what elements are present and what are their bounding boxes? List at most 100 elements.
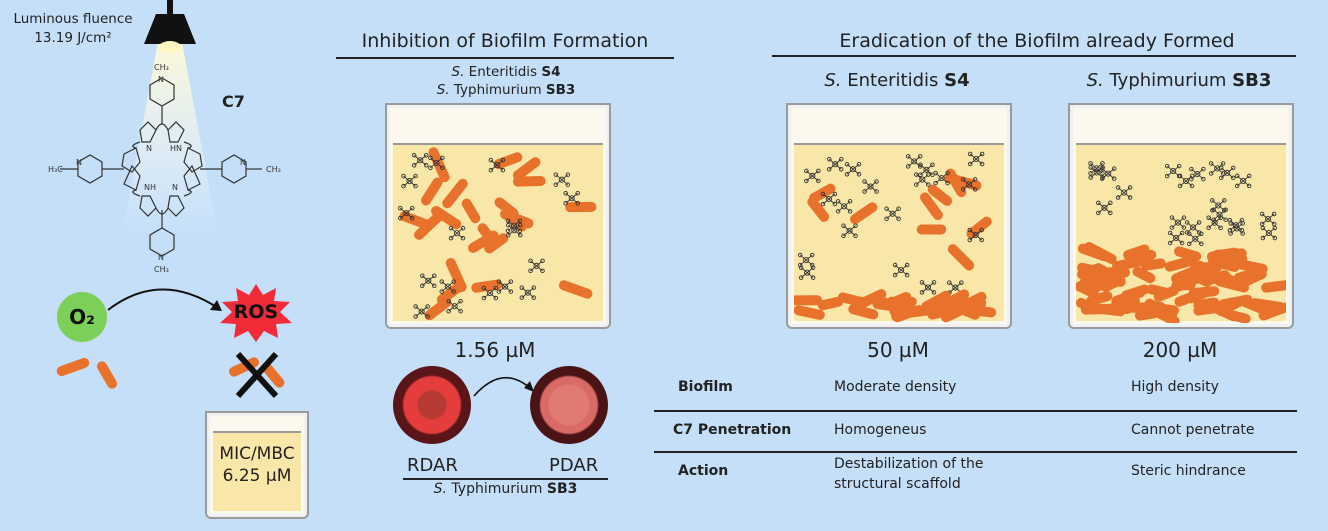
biofilm-bacterium [1187, 269, 1213, 287]
bacterium [512, 175, 546, 187]
photosensitizer-molecule [1259, 211, 1277, 227]
o2-label: O₂ [69, 305, 95, 329]
biofilm-bacterium [1261, 280, 1286, 293]
biofilm-bacterium [956, 297, 987, 309]
biofilm-bacterium [1076, 281, 1099, 299]
photosensitizer-molecule [446, 298, 463, 314]
photosensitizer-molecule [862, 179, 879, 194]
row-penetration-c1: Homogeneus [834, 422, 927, 438]
colony-rule [403, 478, 608, 480]
biofilm-bacterium [1208, 256, 1240, 272]
photosensitizer-molecule [1234, 173, 1252, 189]
biofilm-bacterium [848, 304, 879, 320]
row-penetration-label: C7 Penetration [673, 422, 792, 438]
biofilm-bacterium [1132, 266, 1156, 284]
inhibition-rule [336, 57, 674, 59]
conc-sb3: 200 µM [1142, 338, 1218, 362]
biofilm-bacterium [1134, 308, 1160, 321]
photosensitizer-molecule [1218, 165, 1236, 181]
eradication-col2-strain: S. Typhimurium SB3 [1086, 70, 1272, 91]
bacterium [512, 157, 541, 181]
table-rule-2 [654, 451, 1297, 453]
bacterium [445, 258, 467, 293]
photosensitizer-molecule [914, 172, 931, 187]
inhibition-concentration: 1.56 µM [454, 338, 536, 362]
photosensitizer-molecule [1164, 163, 1182, 179]
biofilm-bacterium [1111, 287, 1146, 306]
nh-core: NH [144, 183, 156, 192]
row-action-c1-line1: Destabilization of the [834, 456, 984, 472]
bacterium [431, 205, 462, 230]
photosensitizer-molecule [439, 279, 456, 294]
biofilm-bacterium [941, 306, 965, 323]
n-core: N [146, 144, 152, 153]
row-action-label: Action [678, 463, 729, 479]
photosensitizer-molecule [967, 151, 985, 167]
biofilm-bacterium [837, 292, 869, 308]
inhibition-strains: S. Enteritidis S4 S. Typhimurium SB3 [386, 63, 626, 99]
photosensitizer-molecule [1227, 217, 1245, 233]
sb3-contents [1076, 161, 1286, 323]
bacterium [927, 184, 953, 206]
ros-label: ROS [233, 301, 279, 323]
photosensitizer-molecule [827, 156, 844, 172]
strain-2: S. Typhimurium SB3 [436, 82, 576, 98]
biofilm-bacterium [794, 305, 825, 320]
bacterium [493, 152, 523, 170]
photosensitizer-molecule [401, 173, 418, 189]
inhibition-beaker [385, 103, 611, 329]
photosensitizer-molecule [844, 161, 862, 177]
photosensitizer-molecule [1088, 165, 1105, 180]
biofilm-bacterium [1190, 261, 1223, 273]
row-biofilm-label: Biofilm [678, 379, 733, 395]
mic-label: MIC/MBC [219, 444, 295, 464]
biofilm-bacterium [1225, 309, 1251, 323]
photosensitizer-molecule [1189, 166, 1206, 182]
n-right: N [240, 158, 246, 167]
ch3-top: CH₃ [154, 63, 169, 72]
bacterium [966, 216, 992, 239]
biofilm-bacterium [1077, 243, 1110, 262]
photosensitizer-molecule [506, 222, 523, 238]
pdar-label: PDAR [549, 455, 599, 476]
photosensitizer-molecule [1088, 161, 1105, 176]
biofilm-bacterium [817, 296, 844, 311]
n-top: N [158, 75, 164, 84]
photosensitizer-molecule [820, 191, 838, 207]
row-action-c2: Steric hindrance [1131, 463, 1246, 479]
compound-label: C7 [222, 92, 245, 111]
biofilm-bacterium [1186, 287, 1211, 304]
porphyrin-structure: CH₃ N CH₃ N H₃C N CH₃ N N HN NH N [48, 63, 281, 274]
fluence-value: 13.19 J/cm² [34, 30, 112, 46]
n-left: N [76, 158, 82, 167]
photosensitizer-molecule [413, 304, 430, 319]
photosensitizer-molecule [411, 153, 429, 168]
n-core-2: N [172, 183, 178, 192]
bacterium [420, 177, 443, 206]
sb3-beaker [1068, 103, 1294, 329]
hn-core: HN [170, 144, 182, 153]
strain-1: S. Enteritidis S4 [451, 64, 561, 80]
biofilm-bacterium [1132, 249, 1157, 267]
rdar-colony [393, 366, 471, 444]
pdar-colony [530, 366, 608, 444]
row-penetration-c2: Cannot penetrate [1131, 422, 1255, 438]
bacterium [467, 230, 499, 253]
biofilm-bacterium [1123, 244, 1150, 261]
biofilm-bacterium [1116, 302, 1148, 313]
photosensitizer-molecule [884, 206, 901, 221]
photosensitizer-molecule [835, 199, 853, 214]
bacterium [565, 201, 597, 213]
h3c-left: H₃C [48, 165, 63, 174]
photosensitizer-molecule [398, 205, 415, 221]
biofilm-bacterium [948, 300, 981, 320]
bacterium [944, 173, 982, 191]
photosensitizer-molecule [797, 252, 815, 268]
rdar-label: RDAR [407, 455, 458, 476]
biofilm-bacterium [1086, 291, 1113, 306]
row-action-c1: Destabilization of the structural scaffo… [834, 454, 983, 494]
fluence-title: Luminous fluence [13, 11, 133, 27]
photosensitizer-molecule [1211, 207, 1228, 222]
eradication-col1-strain: S. Enteritidis S4 [824, 70, 970, 91]
bacterium [807, 196, 830, 222]
